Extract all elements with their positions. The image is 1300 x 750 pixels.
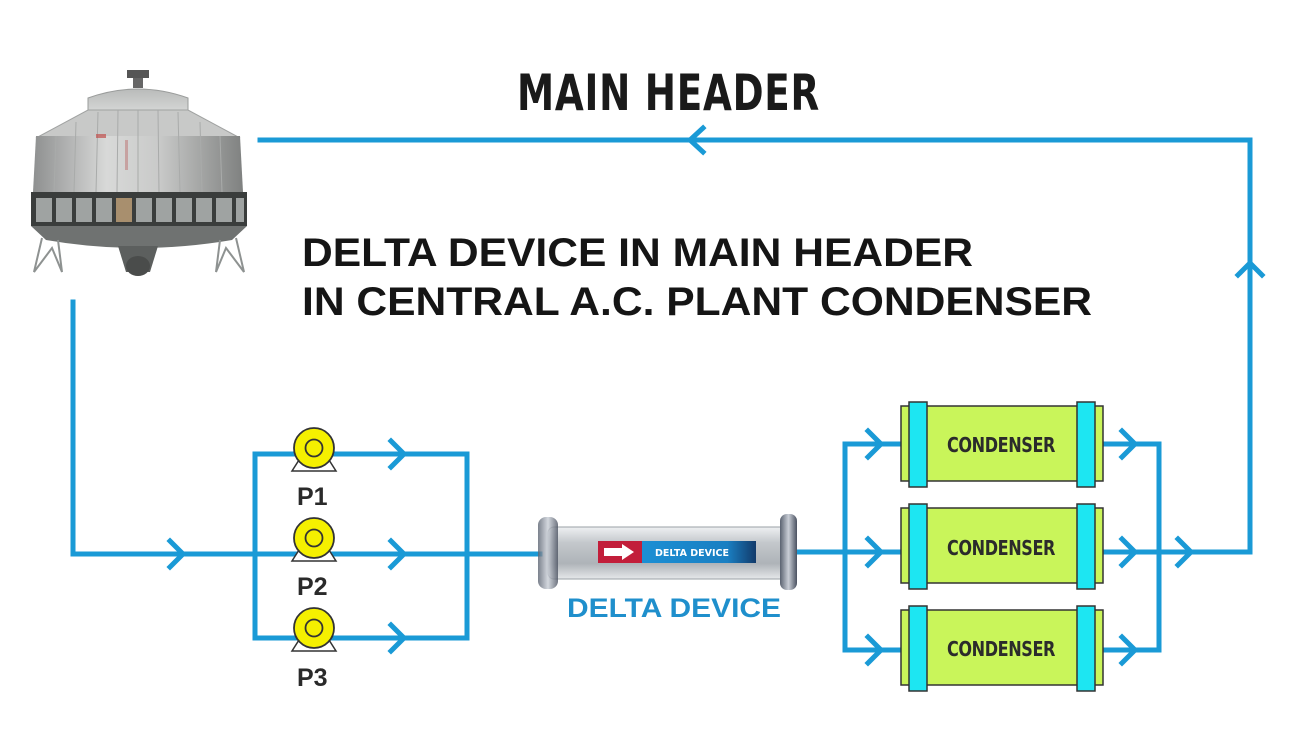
main-header-label: MAIN HEADER <box>517 64 820 122</box>
condenser-end-cap <box>908 605 928 692</box>
arrow-right-icon <box>1118 633 1139 667</box>
arrow-left-icon <box>686 124 707 156</box>
arrow-right-icon <box>864 535 885 569</box>
condenser-end-cap <box>1076 503 1096 590</box>
main-header-pipe <box>257 137 1253 555</box>
condenser-end-cap <box>908 503 928 590</box>
condenser-end-cap <box>1076 401 1096 488</box>
pump-label-p1: P1 <box>297 483 328 511</box>
condenser-label: CONDENSER <box>947 536 1055 560</box>
pump-label-p2: P2 <box>297 573 328 601</box>
delta-device-icon: DELTA DEVICE <box>538 514 797 590</box>
arrow-right-icon <box>387 621 408 655</box>
pump-p3: P3 <box>290 607 338 692</box>
pipe-network <box>70 137 1253 653</box>
arrow-right-icon <box>1118 535 1139 569</box>
arrow-right-icon <box>1174 535 1195 569</box>
delta-device-tag-label: DELTA DEVICE <box>655 548 729 559</box>
diagram-title-line1: DELTA DEVICE IN MAIN HEADER <box>302 231 973 275</box>
delta-device-label: DELTA DEVICE <box>567 593 781 623</box>
arrow-right-icon <box>166 537 187 571</box>
flow-arrows <box>166 124 1266 667</box>
arrow-right-icon <box>387 437 408 471</box>
arrow-up-icon <box>1234 259 1266 279</box>
diagram-title-line2: IN CENTRAL A.C. PLANT CONDENSER <box>302 280 1092 324</box>
condenser-label: CONDENSER <box>947 433 1055 457</box>
condenser-3: CONDENSER <box>900 605 1104 692</box>
arrow-right-icon <box>387 537 408 571</box>
cooling-tower-icon <box>31 70 247 276</box>
condenser-end-cap <box>908 401 928 488</box>
pump-label-p3: P3 <box>297 664 328 692</box>
arrow-right-icon <box>864 633 885 667</box>
pump-p2: P2 <box>290 517 338 601</box>
condenser-2: CONDENSER <box>900 503 1104 590</box>
condenser-end-cap <box>1076 605 1096 692</box>
arrow-right-icon <box>1118 427 1139 461</box>
condenser-1: CONDENSER <box>900 401 1104 488</box>
arrow-right-icon <box>604 544 634 560</box>
tower-outlet-pipe <box>70 299 258 557</box>
arrow-right-icon <box>864 427 885 461</box>
pump-p1: P1 <box>290 427 338 511</box>
condenser-label: CONDENSER <box>947 637 1055 661</box>
